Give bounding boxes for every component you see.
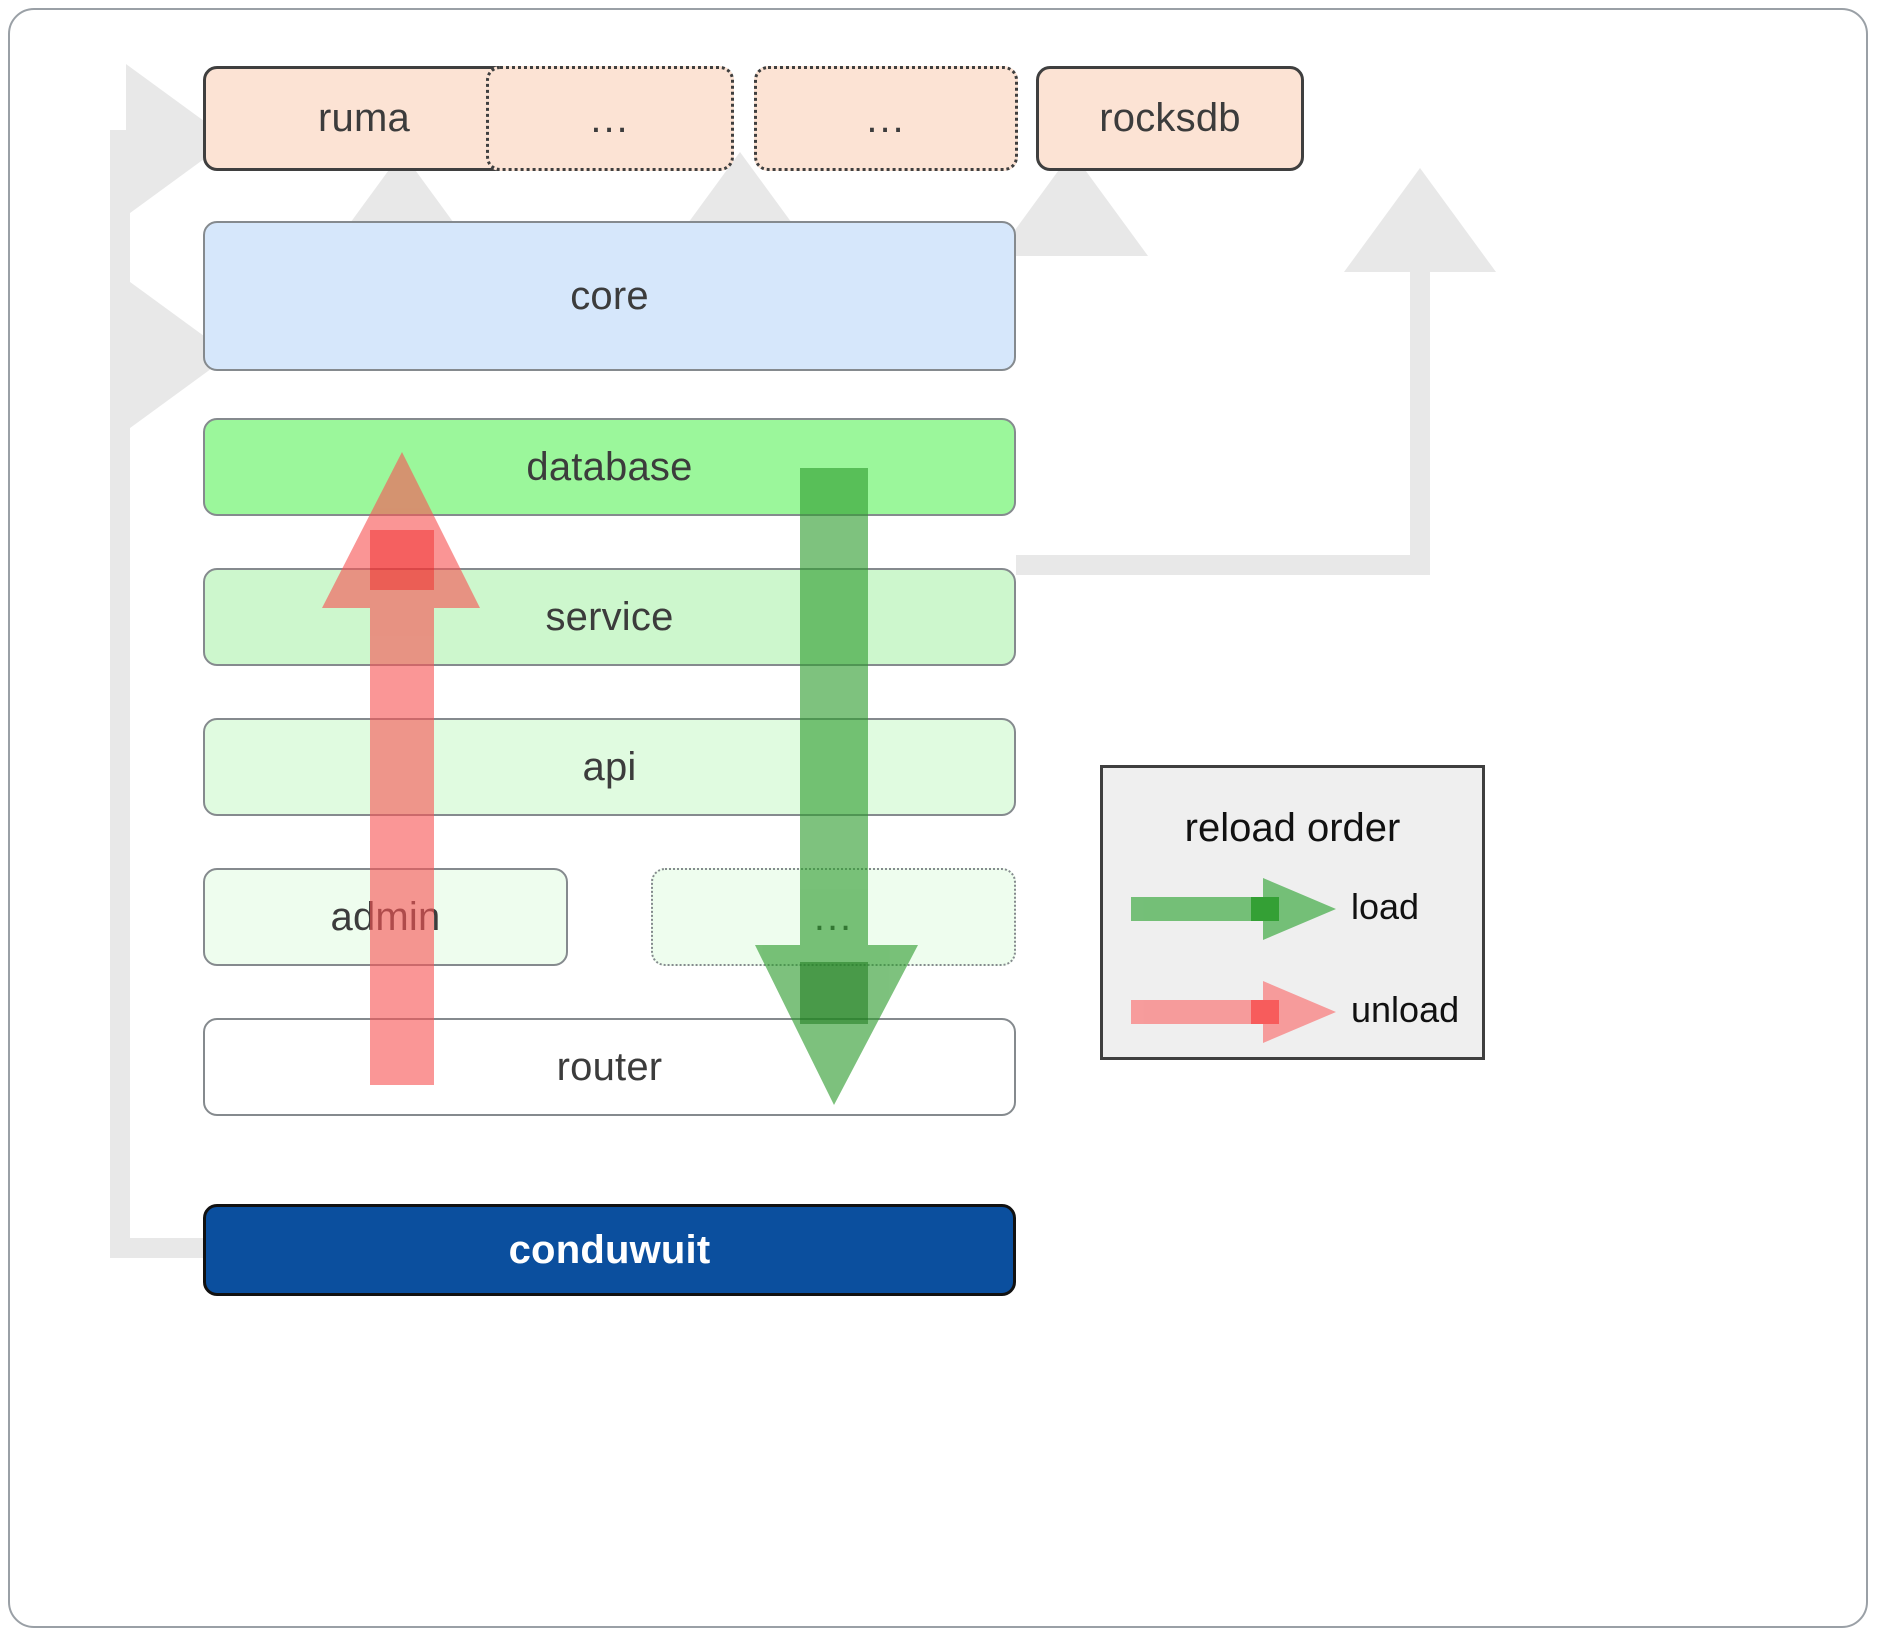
legend-label-load: load bbox=[1351, 886, 1420, 927]
node-external-placeholder-2-label: ... bbox=[866, 96, 906, 141]
node-rocksdb[interactable]: rocksdb bbox=[1036, 66, 1304, 171]
node-admin-label: admin bbox=[330, 894, 441, 939]
node-external-placeholder-1-label: ... bbox=[590, 96, 630, 141]
node-layer-placeholder[interactable]: ... bbox=[651, 868, 1016, 966]
node-api-label: api bbox=[582, 744, 637, 789]
node-database-label: database bbox=[526, 444, 693, 489]
legend-panel: reload order load unload bbox=[1100, 765, 1485, 1060]
node-external-placeholder-1[interactable]: ... bbox=[486, 66, 734, 171]
node-ruma-label: ruma bbox=[318, 96, 410, 140]
node-router[interactable]: router bbox=[203, 1018, 1016, 1116]
node-service[interactable]: service bbox=[203, 568, 1016, 666]
node-api[interactable]: api bbox=[203, 718, 1016, 816]
node-conduwuit-label: conduwuit bbox=[508, 1227, 711, 1272]
legend-label-unload: unload bbox=[1351, 989, 1460, 1030]
node-rocksdb-label: rocksdb bbox=[1099, 96, 1241, 140]
legend-arrow-unload bbox=[1131, 981, 1336, 1043]
node-admin[interactable]: admin bbox=[203, 868, 568, 966]
node-core[interactable]: core bbox=[203, 221, 1016, 371]
node-database[interactable]: database bbox=[203, 418, 1016, 516]
node-ruma[interactable]: ruma bbox=[203, 66, 525, 171]
node-core-label: core bbox=[570, 273, 649, 318]
legend-title: reload order bbox=[1184, 806, 1401, 850]
node-layer-placeholder-label: ... bbox=[813, 895, 854, 939]
node-external-placeholder-2[interactable]: ... bbox=[754, 66, 1018, 171]
node-service-label: service bbox=[545, 594, 674, 639]
node-router-label: router bbox=[556, 1044, 663, 1089]
node-conduwuit[interactable]: conduwuit bbox=[203, 1204, 1016, 1296]
legend-arrow-load bbox=[1131, 878, 1336, 940]
